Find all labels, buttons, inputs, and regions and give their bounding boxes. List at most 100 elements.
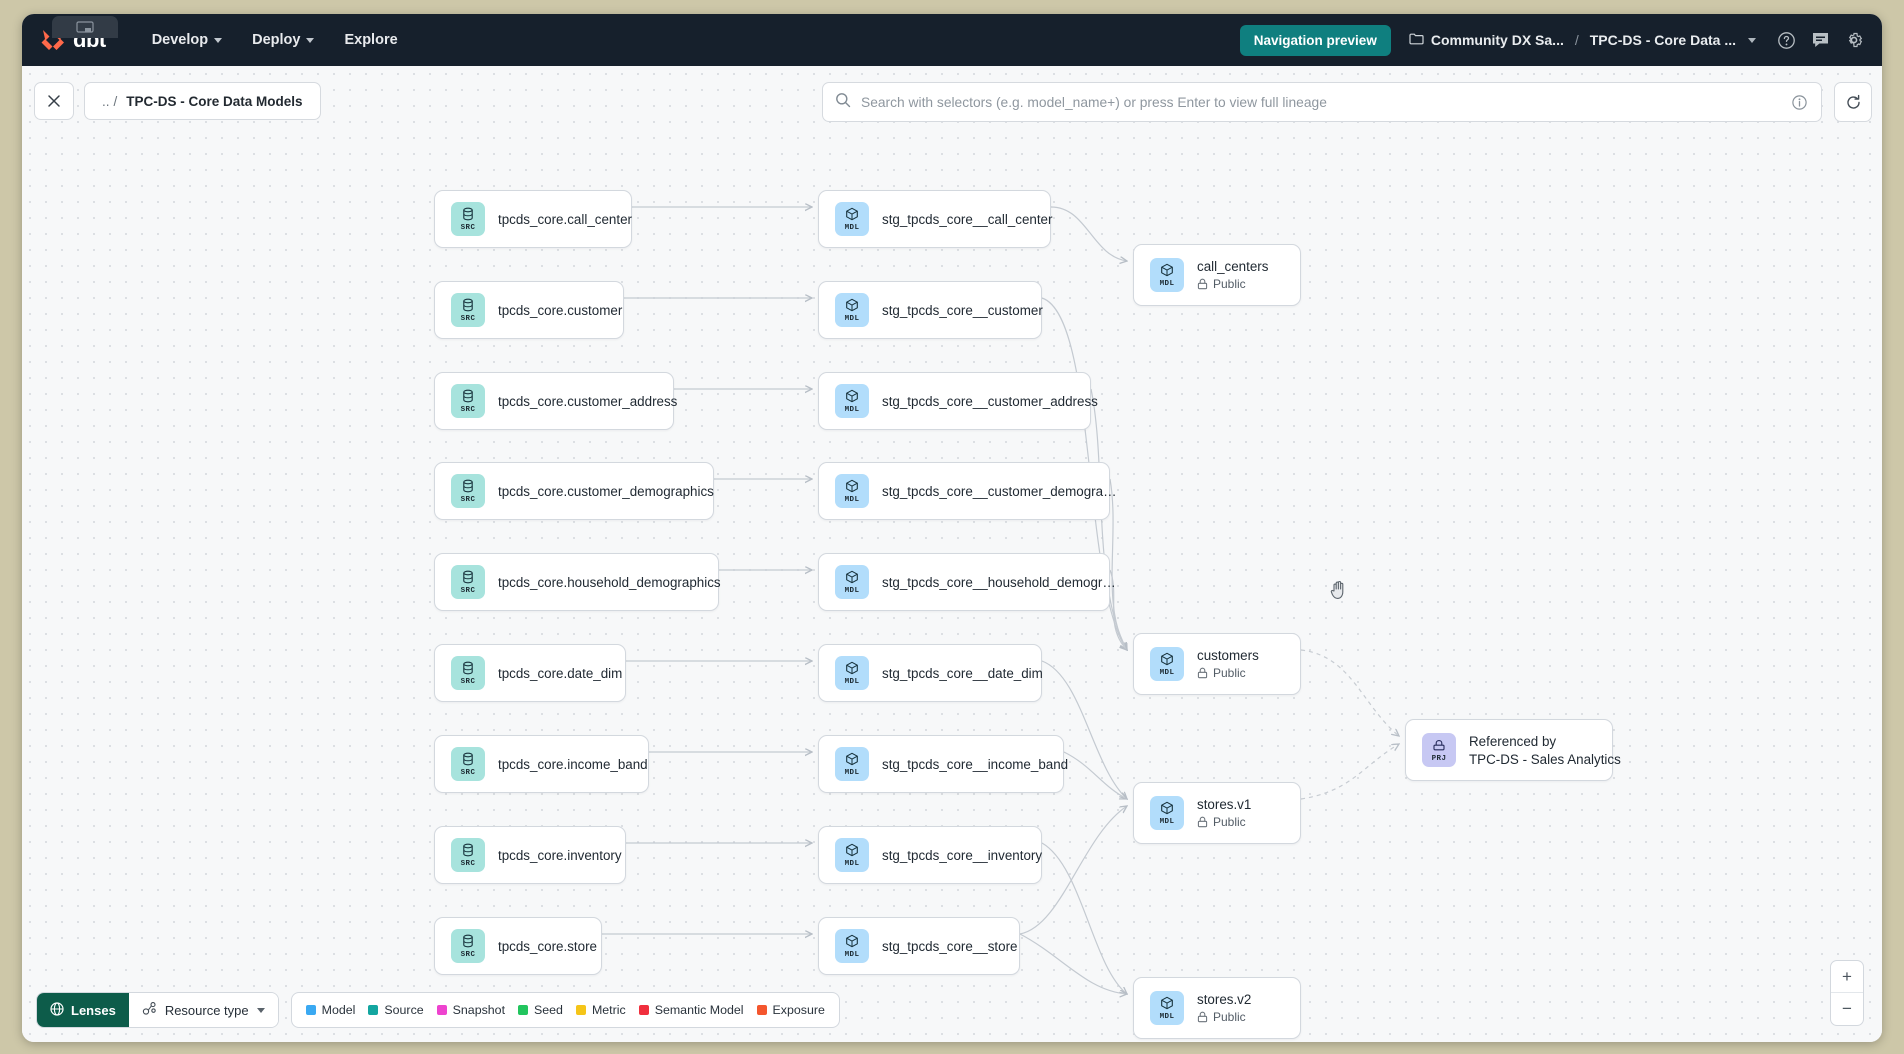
legend-label: Source <box>384 1003 424 1017</box>
source-node[interactable]: SRC tpcds_core.call_center <box>434 190 632 248</box>
mdl-badge-icon: MDL <box>1150 647 1184 681</box>
chevron-down-icon[interactable] <box>1748 37 1756 43</box>
model-node[interactable]: MDL stg_tpcds_core__customer_demogra… <box>818 462 1116 520</box>
model-node[interactable]: MDL stg_tpcds_core__call_center <box>818 190 1053 248</box>
legend-item: Model <box>305 1003 356 1017</box>
lock-icon <box>1197 816 1208 828</box>
nav-item-explore-label: Explore <box>344 32 398 48</box>
source-node[interactable]: SRC tpcds_core.income_band <box>434 735 649 793</box>
node-title: tpcds_core.inventory <box>498 847 622 863</box>
legend-item: Exposure <box>756 1003 825 1017</box>
gear-icon[interactable] <box>1844 30 1864 50</box>
breadcrumb-prefix: .. <box>102 93 110 109</box>
node-subtitle: Public <box>1197 815 1251 829</box>
refresh-icon <box>1846 94 1860 109</box>
feedback-icon[interactable] <box>1810 30 1830 50</box>
legend-swatch <box>436 1005 447 1015</box>
mdl-badge-icon: MDL <box>835 202 869 236</box>
top-navigation-bar: dbt Develop Deploy Explore Navigation pr… <box>22 14 1882 66</box>
node-title: stg_tpcds_core__income_band <box>882 756 1069 772</box>
nav-item-deploy[interactable]: Deploy <box>240 26 326 54</box>
node-text: tpcds_core.customer_address <box>498 394 677 409</box>
src-badge-icon: SRC <box>451 929 485 963</box>
src-badge-icon: SRC <box>451 747 485 781</box>
mdl-badge-icon: MDL <box>835 474 869 508</box>
source-node[interactable]: SRC tpcds_core.store <box>434 917 602 975</box>
source-node[interactable]: SRC tpcds_core.customer_demographics <box>434 462 714 520</box>
lineage-edges <box>602 66 1882 1042</box>
legend-label: Snapshot <box>452 1003 506 1017</box>
node-title: tpcds_core.customer_demographics <box>498 483 714 499</box>
nav-item-explore[interactable]: Explore <box>332 26 409 54</box>
search-bar[interactable] <box>822 82 1822 122</box>
node-title: stg_tpcds_core__store <box>882 938 1018 954</box>
account-project-breadcrumb[interactable]: Community DX Sa... / TPC-DS - Core Data … <box>1409 32 1756 48</box>
legend-label: Model <box>321 1003 356 1017</box>
navigation-preview-badge[interactable]: Navigation preview <box>1239 24 1391 56</box>
mdl-badge-icon: MDL <box>835 838 869 872</box>
node-title: tpcds_core.call_center <box>498 211 632 227</box>
legend-item: Snapshot <box>436 1003 506 1017</box>
nav-item-develop[interactable]: Develop <box>140 26 234 54</box>
source-node[interactable]: SRC tpcds_core.customer_address <box>434 372 677 430</box>
node-text: tpcds_core.household_demographics <box>498 575 721 590</box>
breadcrumb-label: TPC-DS - Core Data Models <box>126 93 303 109</box>
mdl-badge-icon: MDL <box>1150 258 1184 292</box>
node-text: tpcds_core.date_dim <box>498 666 622 681</box>
mdl-badge-icon: MDL <box>835 384 869 418</box>
node-text: stg_tpcds_core__date_dim <box>882 666 1043 681</box>
search-input[interactable] <box>861 94 1779 110</box>
node-title: tpcds_core.customer <box>498 302 623 318</box>
resource-type-icon <box>142 1001 157 1019</box>
legend-swatch <box>305 1005 316 1015</box>
node-title: stg_tpcds_core__customer_address <box>882 393 1098 409</box>
refresh-button[interactable] <box>1834 82 1872 122</box>
node-text: tpcds_core.store <box>498 938 597 954</box>
breadcrumb-pill[interactable]: .. / TPC-DS - Core Data Models <box>84 82 321 120</box>
node-text: tpcds_core.income_band <box>498 757 648 772</box>
chevron-down-icon <box>306 37 315 43</box>
search-icon <box>835 92 851 113</box>
close-button[interactable] <box>34 82 74 120</box>
resource-type-button[interactable]: Resource type <box>128 993 278 1027</box>
src-badge-icon: SRC <box>451 202 485 236</box>
info-icon[interactable] <box>1789 92 1809 112</box>
browser-tab-stub <box>52 16 118 38</box>
breadcrumb-project[interactable]: TPC-DS - Core Data ... <box>1589 32 1736 48</box>
node-title: Referenced by <box>1469 733 1557 749</box>
node-title: stores.v2 <box>1197 992 1252 1007</box>
model-node[interactable]: MDL stg_tpcds_core__customer_address <box>818 372 1098 430</box>
lenses-button[interactable]: Lenses <box>37 993 129 1027</box>
node-text: stg_tpcds_core__customer_demogra… <box>882 484 1116 499</box>
src-badge-icon: SRC <box>451 656 485 690</box>
nav-icon-group <box>1776 30 1864 50</box>
source-node[interactable]: SRC tpcds_core.date_dim <box>434 644 626 702</box>
node-title: stg_tpcds_core__call_center <box>882 211 1053 227</box>
help-icon[interactable] <box>1776 30 1796 50</box>
breadcrumb-account[interactable]: Community DX Sa... <box>1430 32 1564 48</box>
zoom-in-button[interactable]: + <box>1831 961 1863 993</box>
zoom-out-button[interactable]: − <box>1842 999 1852 1018</box>
lock-icon <box>1197 667 1208 679</box>
src-badge-icon: SRC <box>451 474 485 508</box>
node-text: tpcds_core.inventory <box>498 847 622 863</box>
node-title: tpcds_core.store <box>498 938 597 954</box>
src-badge-icon: SRC <box>451 384 485 418</box>
lineage-canvas[interactable]: .. / TPC-DS - Core Data Models SRCtpcds_… <box>22 66 1882 1042</box>
